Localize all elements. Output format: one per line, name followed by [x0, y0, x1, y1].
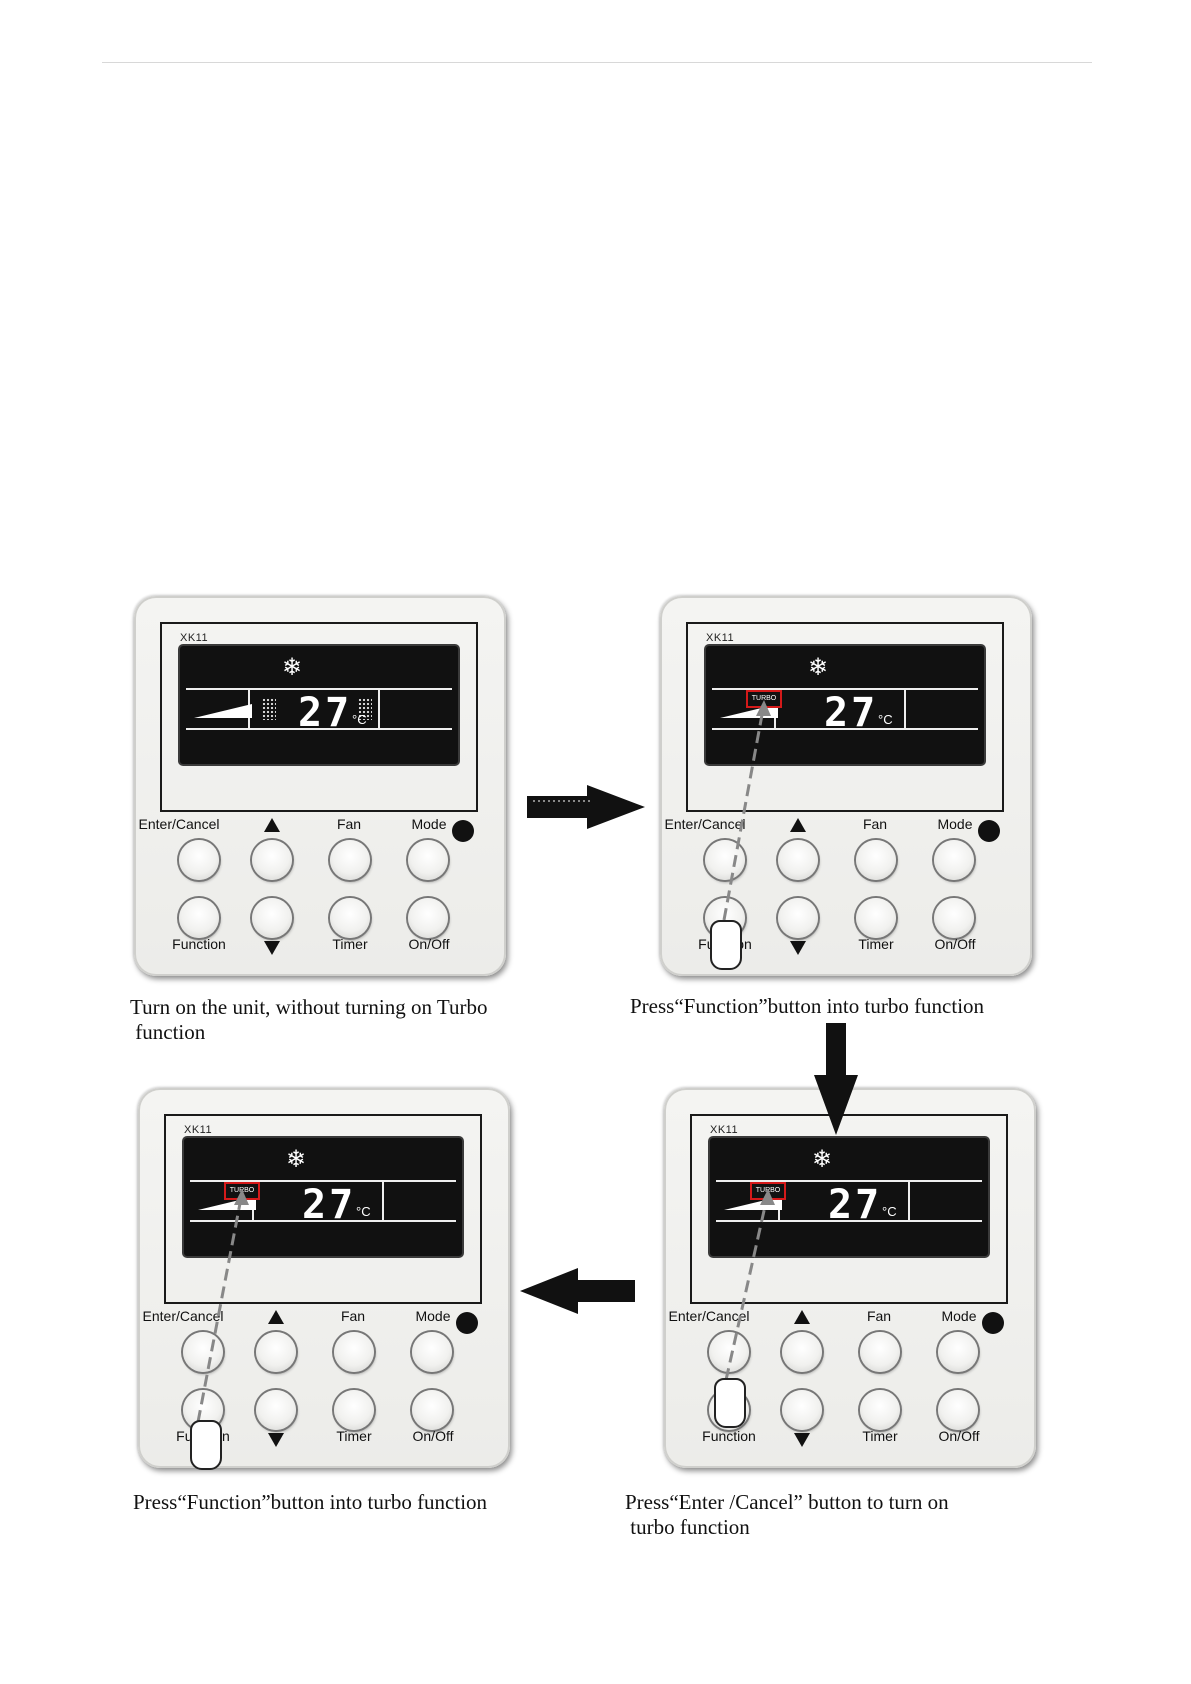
model-label: XK11	[710, 1124, 739, 1136]
fan-speed-indicator	[194, 704, 252, 718]
up-button[interactable]	[778, 840, 818, 880]
temperature-unit: °C	[878, 712, 893, 727]
snowflake-icon: ❄	[812, 1146, 833, 1173]
mode-label: Mode	[415, 1308, 451, 1324]
enter-cancel-label: Enter/Cancel	[142, 1308, 224, 1324]
down-button[interactable]	[252, 898, 292, 938]
hand-pointer-icon	[710, 920, 742, 970]
fan-button[interactable]	[856, 840, 896, 880]
down-arrow-icon	[794, 1433, 810, 1447]
hand-pointer-icon	[714, 1378, 746, 1428]
sensor-dot	[452, 820, 474, 842]
function-button[interactable]	[179, 898, 219, 938]
mode-label: Mode	[411, 816, 447, 832]
down-button[interactable]	[782, 1390, 822, 1430]
page-top-rule	[102, 62, 1092, 63]
enter-cancel-label: Enter/Cancel	[664, 816, 746, 832]
fan-button[interactable]	[334, 1332, 374, 1372]
display-frame: XK11 ❄ 27 °C	[160, 622, 478, 842]
timer-button[interactable]	[856, 898, 896, 938]
mode-button[interactable]	[412, 1332, 452, 1372]
timer-button[interactable]	[860, 1390, 900, 1430]
timer-button[interactable]	[334, 1390, 374, 1430]
down-button[interactable]	[778, 898, 818, 938]
on-off-label: On/Off	[408, 936, 450, 952]
model-label: XK11	[184, 1124, 213, 1136]
mode-label: Mode	[941, 1308, 977, 1324]
swing-dots-left	[262, 698, 276, 720]
model-label: XK11	[706, 632, 735, 644]
temperature-unit: °C	[356, 1204, 371, 1219]
fan-button[interactable]	[860, 1332, 900, 1372]
lcd-display: ❄ TURBO 27 °C	[184, 1138, 462, 1256]
temperature-readout: 27	[828, 1182, 883, 1228]
on-off-label: On/Off	[938, 1428, 980, 1444]
fan-label: Fan	[336, 816, 362, 832]
down-arrow-icon	[790, 941, 806, 955]
temperature-readout: 27	[824, 690, 879, 736]
up-button[interactable]	[252, 840, 292, 880]
up-arrow-icon	[790, 818, 806, 832]
up-arrow-icon	[794, 1310, 810, 1324]
mode-button[interactable]	[408, 840, 448, 880]
up-arrow-icon	[268, 1310, 284, 1324]
function-label: Function	[172, 936, 226, 952]
snowflake-icon: ❄	[286, 1146, 307, 1173]
on-off-button[interactable]	[408, 898, 448, 938]
mode-button[interactable]	[938, 1332, 978, 1372]
fan-label: Fan	[862, 816, 888, 832]
fan-label: Fan	[340, 1308, 366, 1324]
on-off-label: On/Off	[412, 1428, 454, 1444]
timer-button[interactable]	[330, 898, 370, 938]
timer-label: Timer	[336, 1428, 372, 1444]
mode-button[interactable]	[934, 840, 974, 880]
on-off-button[interactable]	[412, 1390, 452, 1430]
caption-step-4: Press“Function”button into turbo functio…	[133, 1490, 488, 1514]
timer-label: Timer	[332, 936, 368, 952]
model-label: XK11	[180, 632, 209, 644]
caption-step-1: Turn on the unit, without turning on Tur…	[130, 995, 488, 1044]
up-arrow-icon	[264, 818, 280, 832]
sensor-dot	[982, 1312, 1004, 1334]
timer-label: Timer	[862, 1428, 898, 1444]
arrow-icon	[814, 1023, 858, 1135]
snowflake-icon: ❄	[808, 654, 829, 681]
hand-pointer-icon	[190, 1420, 222, 1470]
fan-button[interactable]	[330, 840, 370, 880]
up-button[interactable]	[782, 1332, 822, 1372]
arrow-icon	[527, 785, 645, 829]
lcd-display: ❄ 27 °C	[180, 646, 458, 764]
temperature-readout: 27	[298, 690, 353, 736]
on-off-label: On/Off	[934, 936, 976, 952]
enter-cancel-label: Enter/Cancel	[138, 816, 220, 832]
temperature-readout: 27	[302, 1182, 357, 1228]
controller-panel-step-1: XK11 ❄ 27 °C Enter/Cancel Fan Mode	[134, 596, 506, 976]
down-arrow-icon	[264, 941, 280, 955]
enter-cancel-button[interactable]	[183, 1332, 223, 1372]
timer-label: Timer	[858, 936, 894, 952]
snowflake-icon: ❄	[282, 654, 303, 681]
enter-cancel-label: Enter/Cancel	[668, 1308, 750, 1324]
on-off-button[interactable]	[934, 898, 974, 938]
temperature-unit: °C	[352, 712, 367, 727]
on-off-button[interactable]	[938, 1390, 978, 1430]
swing-dots-right	[358, 698, 372, 720]
mode-label: Mode	[937, 816, 973, 832]
sensor-dot	[456, 1312, 478, 1334]
down-button[interactable]	[256, 1390, 296, 1430]
enter-cancel-button[interactable]	[709, 1332, 749, 1372]
sensor-dot	[978, 820, 1000, 842]
down-arrow-icon	[268, 1433, 284, 1447]
display-frame: XK11 ❄ TURBO 27 °C	[164, 1114, 482, 1334]
up-button[interactable]	[256, 1332, 296, 1372]
fan-label: Fan	[866, 1308, 892, 1324]
controller-panel-step-4: XK11 ❄ TURBO 27 °C Enter/Cancel Fan Mode	[138, 1088, 510, 1468]
function-label: Function	[702, 1428, 756, 1444]
caption-step-2: Press“Function”button into turbo functio…	[630, 994, 985, 1018]
arrow-icon	[520, 1268, 635, 1314]
caption-step-3: Press“Enter /Cancel” button to turn on t…	[625, 1490, 949, 1539]
enter-cancel-button[interactable]	[179, 840, 219, 880]
temperature-unit: °C	[882, 1204, 897, 1219]
